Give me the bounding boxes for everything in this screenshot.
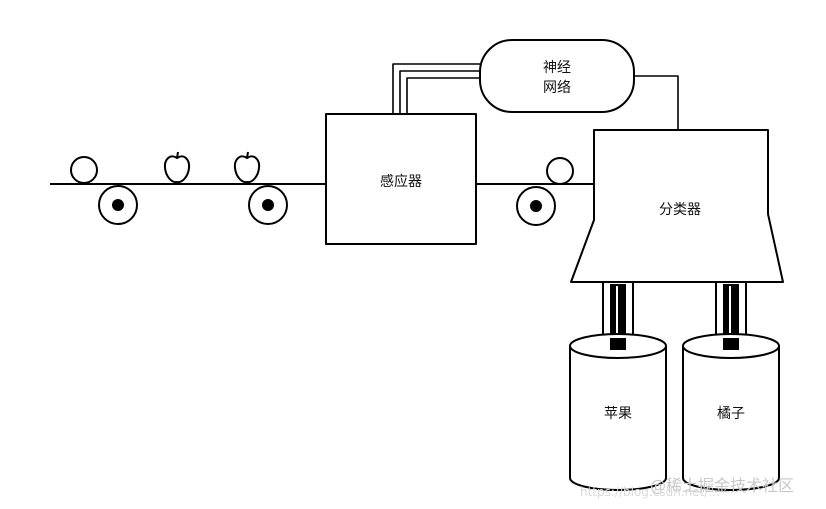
nn-classifier-wire [634, 75, 679, 130]
roller-2 [248, 185, 288, 225]
classifier-label: 分类器 [659, 202, 701, 218]
bin-orange-label: 橘子 [717, 406, 745, 422]
fruit-orange-2 [546, 157, 574, 185]
bin-apple-label: 苹果 [604, 406, 632, 422]
roller-1 [98, 185, 138, 225]
watermark-url: https://blog.csdn.net/... [580, 485, 720, 499]
fruit-apple-2 [233, 151, 261, 184]
roller-3 [516, 186, 556, 226]
sensor-box [325, 113, 477, 245]
sensor-nn-wire-inner [406, 77, 480, 114]
sensor-label: 感应器 [380, 173, 422, 190]
fruit-apple-1 [163, 151, 191, 184]
neural-network-label-line1: 神经 [543, 60, 571, 76]
sensor-nn-wire-outer [392, 63, 480, 114]
sensor-nn-wire-middle [399, 70, 480, 114]
neural-network-node [479, 39, 635, 113]
neural-network-label-line2: 网络 [543, 80, 571, 96]
classifier-node [570, 129, 784, 283]
fruit-orange-1 [70, 156, 98, 184]
watermark-text: @稀土掘金技术社区 [650, 476, 794, 495]
